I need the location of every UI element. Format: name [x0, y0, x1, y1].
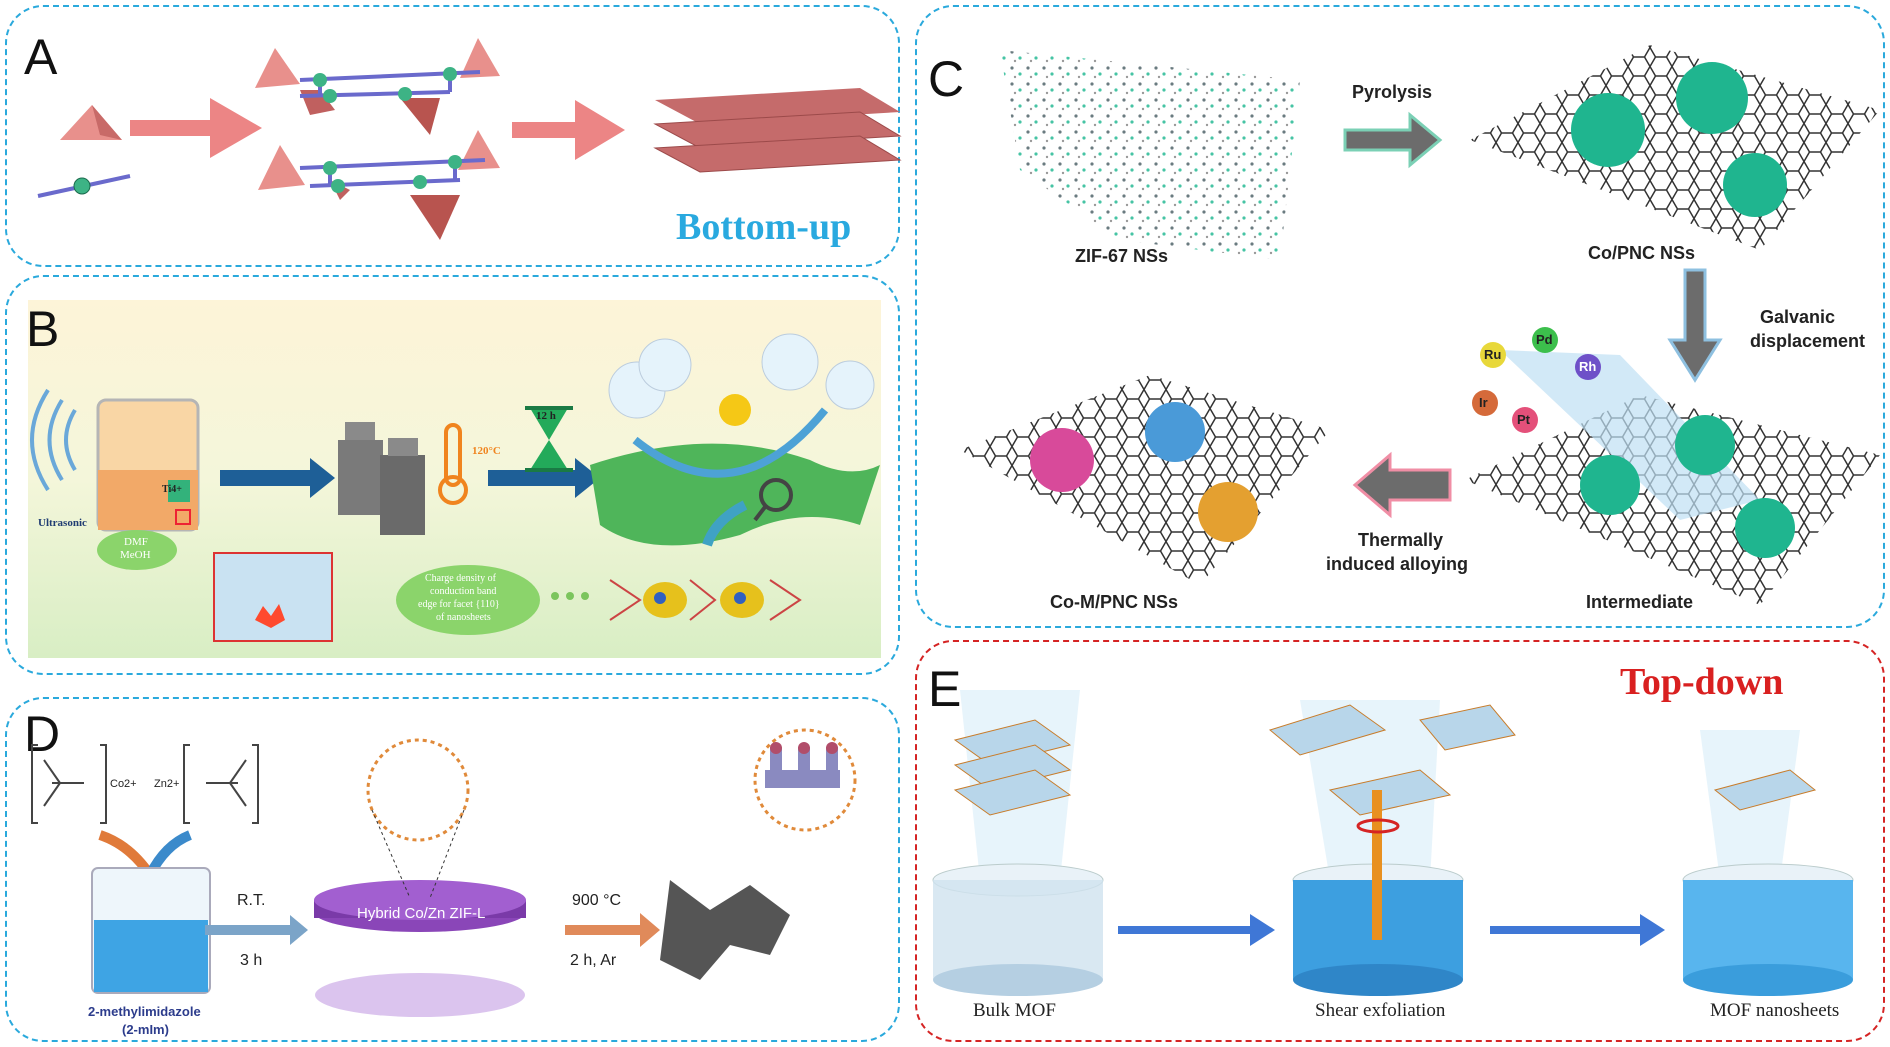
panel-e-label: E: [928, 661, 962, 717]
intermediate-label: Intermediate: [1586, 592, 1694, 612]
bottom-up-tag: Bottom-up: [676, 206, 852, 248]
metal-pd: Pd: [1536, 332, 1553, 347]
galvanic-line2: displacement: [1750, 331, 1866, 351]
metal-ru: Ru: [1484, 347, 1502, 362]
time-label: 12 h: [536, 410, 556, 422]
metal-pt: Pt: [1517, 412, 1530, 427]
ti-label: Ti4+: [162, 484, 182, 495]
comp-label: Co-M/PNC NSs: [1050, 592, 1179, 612]
panel-c-art: [960, 45, 1880, 605]
panel-d-art: [31, 728, 857, 1017]
panel-b-art: [30, 333, 880, 642]
panel-a-art: [37, 38, 902, 240]
charge-line1: Charge density of: [425, 573, 496, 584]
nanosheets-label: MOF nanosheets: [1710, 1000, 1840, 1021]
charge-line3: edge for facet {110}: [418, 599, 500, 610]
metal-ir: Ir: [1479, 395, 1488, 410]
temp-cond: 2 h, Ar: [570, 952, 617, 969]
thermal-line1: Thermally: [1358, 530, 1444, 550]
top-down-tag: Top-down: [1620, 661, 1784, 703]
zif-label: ZIF-67 NSs: [1075, 246, 1169, 266]
temp-label: 900 °C: [572, 892, 622, 909]
panel-a-label: A: [24, 29, 58, 85]
hybrid-label: Hybrid Co/Zn ZIF-L: [357, 905, 486, 922]
panel-d: [5, 697, 900, 1042]
panel-c-label: C: [928, 51, 965, 107]
co-ion: Co2+: [110, 778, 137, 790]
metal-rh: Rh: [1579, 359, 1597, 374]
solvent-dmf: DMF: [124, 536, 148, 548]
ligand-name: 2-methylimidazole: [88, 1004, 201, 1019]
zn-ion: Zn2+: [154, 778, 180, 790]
bulk-label: Bulk MOF: [973, 1000, 1056, 1021]
shear-label: Shear exfoliation: [1315, 1000, 1446, 1021]
temperature-label: 120°C: [472, 445, 501, 457]
galvanic-line1: Galvanic: [1760, 307, 1836, 327]
solvent-meoh: MeOH: [120, 549, 151, 561]
rt-label: R.T.: [237, 892, 266, 909]
panel-b-label: B: [26, 301, 60, 357]
charge-line2: conduction band: [430, 586, 497, 597]
ligand-abbrev: (2-mIm): [122, 1022, 169, 1037]
panel-c: [915, 5, 1885, 628]
thermal-line2: induced alloying: [1326, 554, 1469, 574]
panel-d-label: D: [24, 706, 61, 762]
charge-line4: of nanosheets: [436, 612, 491, 623]
pyrolysis-label: Pyrolysis: [1352, 82, 1433, 102]
rt-time: 3 h: [240, 952, 263, 969]
ultrasonic-label: Ultrasonic: [38, 517, 87, 529]
panel-e: [915, 640, 1885, 1042]
copnc-label: Co/PNC NSs: [1588, 243, 1696, 263]
panel-b: [5, 275, 900, 675]
